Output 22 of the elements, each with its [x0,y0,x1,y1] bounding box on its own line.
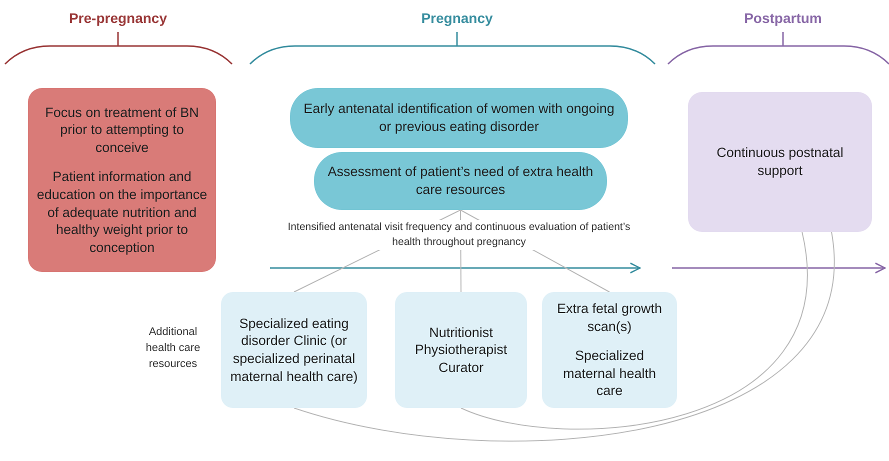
phase-heading: Pregnancy [420,9,494,28]
postnatal-box [688,92,872,232]
node-text: Nutritionist Physiotherapist Curator [414,324,508,376]
identification-box [290,88,628,148]
connector-line [460,232,808,430]
pre-pregnancy-box [28,88,216,272]
node-text: Continuous postnatal support [716,144,844,180]
connector-line [294,232,834,442]
resource-box [395,292,527,408]
note-text: Additional health care resources [144,325,202,372]
node-text: Specialized maternal health care [562,347,658,400]
node-text: Patient information and education on the importance of adequate nutrition and healthy weight prior to conception [36,168,208,256]
node-text: Specialized eating disorder Clinic (or specialized perinatal maternal health care) [229,314,359,386]
phase-heading: Postpartum [743,9,823,28]
node-text: Early antenatal identification of women with ongoing or previous eating disorder [302,100,616,136]
resource-box [221,292,367,408]
phase-heading: Pre-pregnancy [68,9,168,28]
assessment-box [314,152,607,210]
resource-box [542,292,677,408]
node-text: Assessment of patient’s need of extra health care resources [326,163,594,199]
node-text: Extra fetal growth scan(s) [556,300,664,336]
node-text: Focus on treatment of BN prior to attempting to conceive [44,104,200,156]
